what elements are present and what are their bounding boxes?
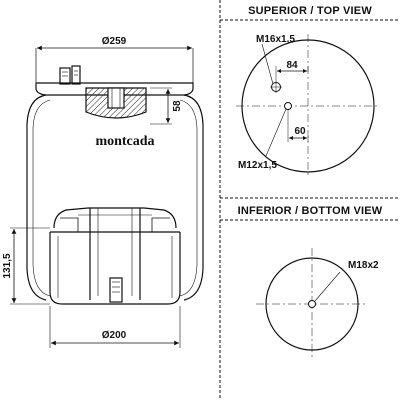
- view-panels: [219, 0, 400, 400]
- stud-hole-m12: [284, 102, 292, 110]
- dim-plate-height-label: 58: [172, 100, 183, 112]
- top-view: [236, 34, 380, 178]
- dim-top-diameter-label: Ø259: [102, 36, 127, 47]
- thread-m12-label: M12x1,5: [238, 160, 277, 171]
- bellows-left-wall: [26, 94, 47, 301]
- top-view-heading: SUPERIOR / TOP VIEW: [248, 5, 372, 17]
- piston-top: [53, 207, 177, 229]
- bottom-view-heading: INFERIOR / BOTTOM VIEW: [238, 205, 383, 217]
- dim-piston-height-label: 131,5: [2, 253, 13, 278]
- threaded-insert: [107, 87, 125, 109]
- dim-bottom-diameter-label: Ø200: [102, 330, 127, 341]
- leader-m12: [265, 108, 287, 157]
- mounting-stud: [71, 65, 81, 85]
- bellows-left-inner: [32, 99, 51, 297]
- thread-m16-label: M16x1,5: [256, 34, 295, 45]
- bottom-stud: [109, 277, 123, 303]
- thread-m18-label: M18x2: [348, 260, 379, 271]
- leader-m16: [261, 43, 274, 85]
- top-plate: [35, 82, 194, 88]
- piston-body: [49, 232, 181, 305]
- brand-logo-text: montcada: [95, 134, 154, 149]
- stud-hole-m18: [308, 300, 316, 308]
- side-view: [10, 45, 204, 348]
- air-fitting-stud: [59, 67, 71, 85]
- bellows-right-wall: [183, 94, 204, 301]
- leader-m18: [314, 271, 341, 302]
- bottom-view: [256, 248, 368, 360]
- dim-offset-b-label: 60: [294, 126, 306, 137]
- dim-offset-a-label: 84: [286, 60, 298, 71]
- bellows-right-inner: [179, 99, 198, 297]
